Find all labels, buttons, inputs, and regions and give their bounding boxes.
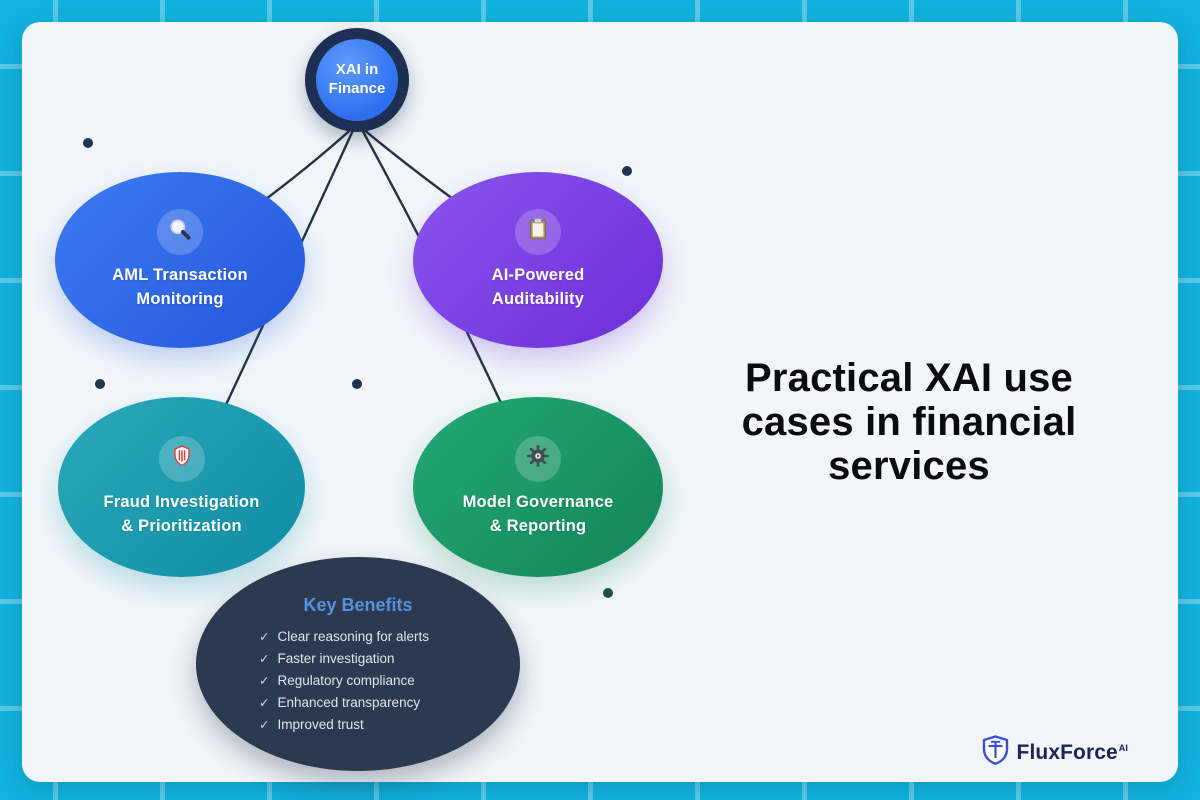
node-model-governance-reporting: Model Governance & Reporting — [413, 397, 663, 577]
list-item: ✓ Enhanced transparency — [259, 692, 457, 714]
list-item-text: Clear reasoning for alerts — [277, 628, 430, 644]
node-aml-transaction-monitoring: AML Transaction Monitoring — [55, 172, 305, 348]
icon-circle — [515, 208, 561, 255]
decor-dot — [95, 379, 105, 389]
key-benefits-heading: Key Benefits — [303, 594, 413, 615]
node-label-line2: & Reporting — [489, 516, 587, 535]
decor-dot — [603, 588, 613, 598]
list-item: ✓ Improved trust — [259, 714, 457, 736]
fluxforce-logo: FluxForceAI — [982, 735, 1128, 770]
page-title-line1: Practical XAI use — [744, 356, 1073, 400]
key-benefits-list: ✓ Clear reasoning for alerts ✓ Faster in… — [259, 626, 457, 736]
node-label-line2: Monitoring — [136, 289, 224, 308]
check-icon: ✓ — [259, 695, 270, 710]
check-icon: ✓ — [259, 629, 270, 644]
node-label-line2: & Prioritization — [121, 516, 242, 535]
clipboard-icon — [525, 216, 551, 247]
list-item-text: Regulatory compliance — [277, 672, 415, 688]
page-title-line2: cases in financial — [741, 400, 1077, 444]
hub-label-line2: Finance — [328, 80, 386, 97]
decor-dot — [622, 166, 632, 176]
list-item-text: Improved trust — [277, 716, 364, 732]
list-item-text: Enhanced transparency — [277, 694, 421, 710]
hub-node-xai-in-finance: XAI in Finance — [305, 28, 409, 132]
list-item-text: Faster investigation — [277, 650, 395, 666]
decor-dot — [83, 138, 93, 148]
node-label-line1: AML Transaction — [112, 265, 248, 284]
decor-dot — [352, 379, 362, 389]
check-icon: ✓ — [259, 651, 270, 666]
list-item: ✓ Faster investigation — [259, 648, 457, 670]
page-title-line3: services — [828, 444, 990, 488]
node-ai-powered-auditability: AI-Powered Auditability — [413, 172, 663, 348]
magnifier-icon — [167, 216, 193, 247]
node-label-line2: Auditability — [491, 289, 585, 308]
node-fraud-investigation-prioritization: Fraud Investigation & Prioritization — [58, 397, 305, 577]
hub-node-inner: XAI in Finance — [316, 39, 398, 121]
logo-suffix: AI — [1118, 742, 1128, 753]
node-label-line1: Fraud Investigation — [103, 492, 260, 511]
check-icon: ✓ — [259, 717, 270, 732]
page-title: Practical XAI use cases in financial ser… — [705, 356, 1113, 488]
gear-icon — [525, 443, 551, 474]
icon-circle — [515, 435, 561, 482]
check-icon: ✓ — [259, 673, 270, 688]
icon-circle — [158, 435, 205, 482]
list-item: ✓ Clear reasoning for alerts — [259, 626, 457, 648]
logo-text: FluxForce — [1016, 740, 1118, 764]
fraud-shield-icon — [170, 444, 194, 473]
node-label-line1: AI-Powered — [491, 265, 585, 284]
node-label-line1: Model Governance — [462, 492, 614, 511]
key-benefits-node: Key Benefits ✓ Clear reasoning for alert… — [196, 557, 520, 771]
fluxforce-wordmark: FluxForceAI — [1017, 741, 1128, 765]
list-item: ✓ Regulatory compliance — [259, 670, 457, 692]
icon-circle — [157, 208, 203, 255]
fluxforce-shield-icon — [982, 735, 1009, 770]
hub-label-line1: XAI in — [335, 61, 379, 79]
